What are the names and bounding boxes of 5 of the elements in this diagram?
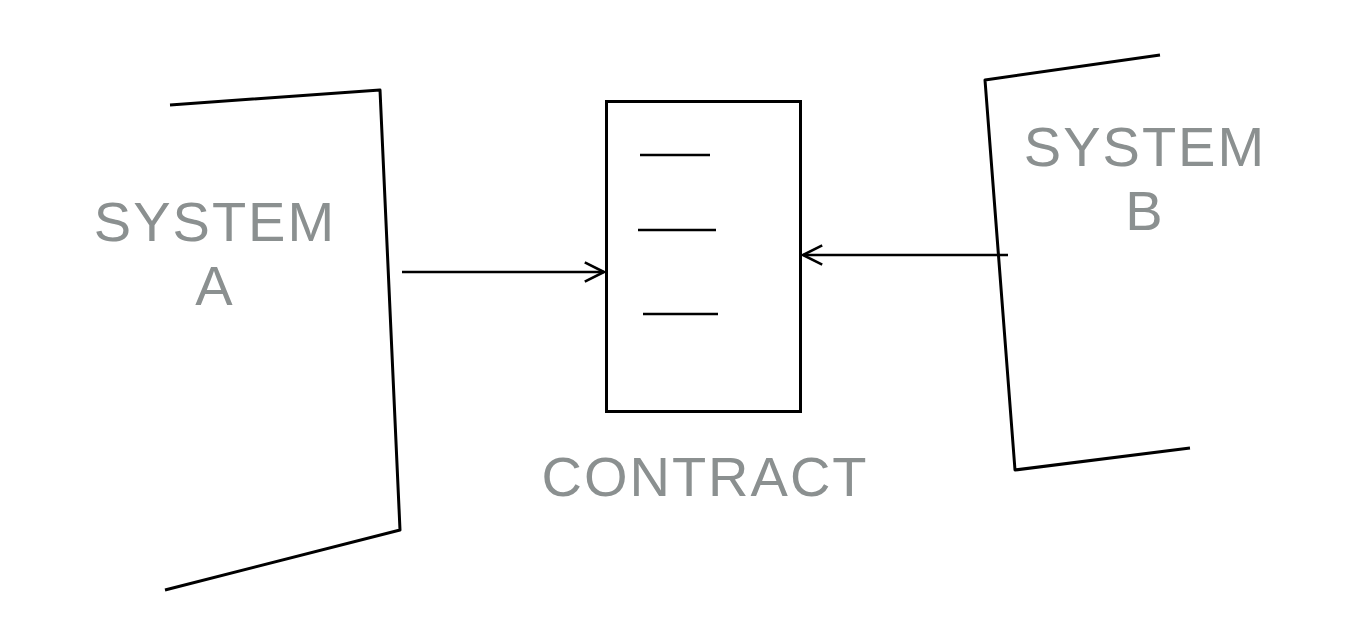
arrow	[801, 244, 1008, 266]
document-title: CONTRACT	[540, 445, 870, 510]
system-label: SYSTEM A	[92, 190, 338, 319]
arrow	[402, 261, 606, 283]
system-label: SYSTEM B	[1022, 115, 1268, 244]
